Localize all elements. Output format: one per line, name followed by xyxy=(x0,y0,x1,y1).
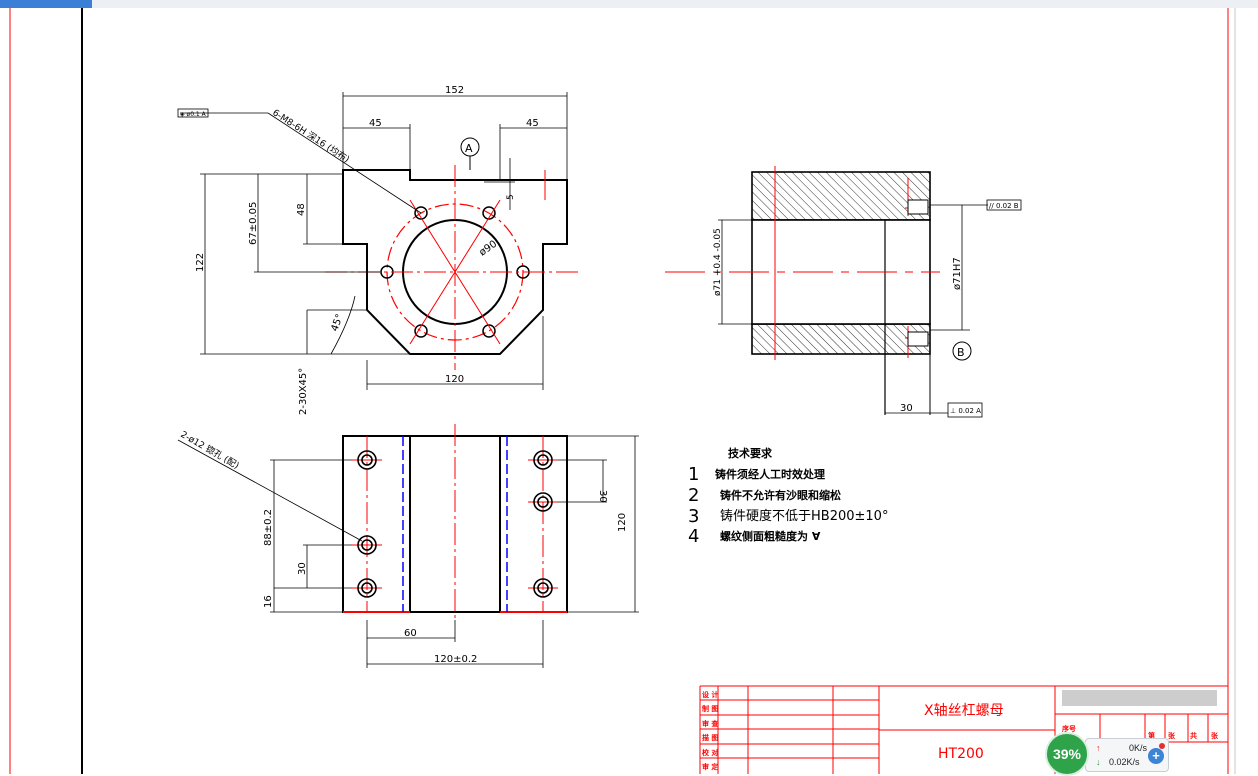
dim-122-label: 122 xyxy=(195,253,206,272)
upload-arrow-icon: ↑ xyxy=(1096,743,1101,753)
notification-dot-icon xyxy=(1159,743,1165,749)
tech-item-1-num: 1 xyxy=(688,464,699,485)
dim-45-right-label: 45 xyxy=(526,118,539,129)
dim-120-right-label: 120 xyxy=(617,513,628,532)
tech-item-2-text: 铸件不允许有沙眼和缩松 xyxy=(720,488,841,502)
tb-page-label-2: 张 xyxy=(1168,731,1176,740)
dim-60-label: 60 xyxy=(404,628,417,639)
dim-120-label: 120 xyxy=(445,374,464,385)
bottom-view: 2-ø12 锪孔 (配) 88±0.2 30 16 30 120 60 120±… xyxy=(177,424,639,668)
memory-usage-bubble[interactable]: 39% xyxy=(1045,732,1089,776)
tb-seq-label: 序号 xyxy=(1061,724,1076,733)
dim-16-label: 16 xyxy=(263,595,274,608)
datum-a-label: A xyxy=(465,142,473,155)
tech-item-1-text: 铸件须经人工时效处理 xyxy=(715,467,825,481)
dim-67-label: 67±0.05 xyxy=(248,202,259,245)
active-tab-indicator[interactable] xyxy=(0,0,92,8)
dim-48-label: 48 xyxy=(296,203,307,216)
network-speed-panel[interactable]: ↑ 0K/s ↓ 0.02K/s + xyxy=(1085,738,1169,772)
thread-note-label: 6-M8-6H 深16 (均布) xyxy=(270,106,352,165)
dim-30-left-label: 30 xyxy=(297,562,308,575)
section-view: // 0.02 B ⊥ 0.02 A B ø71 +0.4 -0.05 ø71H… xyxy=(665,166,1022,418)
phi71h7-label: ø71H7 xyxy=(952,257,963,290)
dim-152-label: 152 xyxy=(445,85,464,96)
tb-row-5: 校 对 xyxy=(702,748,718,757)
tb-page-label-3: 共 xyxy=(1190,731,1197,740)
title-block: 设 计 制 图 审 查 描 图 校 对 审 定 序号 第 张 共 张 X轴丝杠螺… xyxy=(699,685,1228,774)
tech-title: 技术要求 xyxy=(728,446,773,460)
dim-45-left-label: 45 xyxy=(369,118,382,129)
tb-row-6: 审 定 xyxy=(702,762,718,771)
tech-item-3-num: 3 xyxy=(688,506,699,527)
tech-item-2-num: 2 xyxy=(688,485,699,506)
tech-requirements: 技术要求 1 铸件须经人工时效处理 2 铸件不允许有沙眼和缩松 3 铸件硬度不低… xyxy=(688,446,888,547)
download-arrow-icon: ↓ xyxy=(1096,757,1101,767)
dim-30-right-label: 30 xyxy=(597,490,608,503)
datum-b-label: B xyxy=(957,346,965,359)
dim-30-section-label: 30 xyxy=(900,403,913,414)
drawing-frame xyxy=(9,8,1236,774)
tb-row-4: 描 图 xyxy=(702,733,718,742)
boost-plus-icon[interactable]: + xyxy=(1148,748,1164,764)
dim-120-02-label: 120±0.2 xyxy=(434,654,477,665)
memory-percent: 39% xyxy=(1052,746,1082,762)
dim-5-label: 5 xyxy=(506,194,516,200)
phi71-tol-label: ø71 +0.4 -0.05 xyxy=(713,228,723,296)
tb-row-2: 制 图 xyxy=(702,704,718,713)
dim-88-label: 88±0.2 xyxy=(263,509,274,546)
material-label: HT200 xyxy=(938,746,984,762)
tb-row-3: 审 查 xyxy=(702,719,719,728)
window-top-bar xyxy=(0,0,1258,8)
flag-parallel-text: // 0.02 B xyxy=(989,202,1019,210)
tech-item-4-num: 4 xyxy=(688,526,699,547)
flag-perp-text: ⊥ 0.02 A xyxy=(950,407,981,415)
tech-item-3-text: 铸件硬度不低于HB200±10° xyxy=(720,508,888,524)
top-view: ◈ ø0.1 A 152 45 45 A 5 48 67±0.05 122 12… xyxy=(177,85,580,415)
part-name: X轴丝杠螺母 xyxy=(924,703,1004,719)
download-row: ↓ 0.02K/s xyxy=(1096,757,1140,767)
blurred-company-name xyxy=(1062,690,1217,706)
hole-note-label: 2-ø12 锪孔 (配) xyxy=(179,428,242,471)
chamfer-label: 2-30X45° xyxy=(298,368,309,415)
flag-left-text: ◈ ø0.1 A xyxy=(180,111,207,118)
tb-page-label-4: 张 xyxy=(1211,731,1219,740)
network-monitor-widget[interactable]: ↑ 0K/s ↓ 0.02K/s + 39% xyxy=(1045,732,1170,776)
phi90-label: ø90 xyxy=(477,239,499,259)
upload-row: ↑ 0K/s xyxy=(1096,743,1147,753)
tb-row-1: 设 计 xyxy=(702,690,718,699)
download-speed: 0.02K/s xyxy=(1109,757,1140,767)
upload-speed: 0K/s xyxy=(1129,743,1148,753)
tb-page-label-1: 第 xyxy=(1148,731,1155,740)
tech-item-4-text: 螺纹侧面粗糙度为 ∀ xyxy=(720,529,821,543)
